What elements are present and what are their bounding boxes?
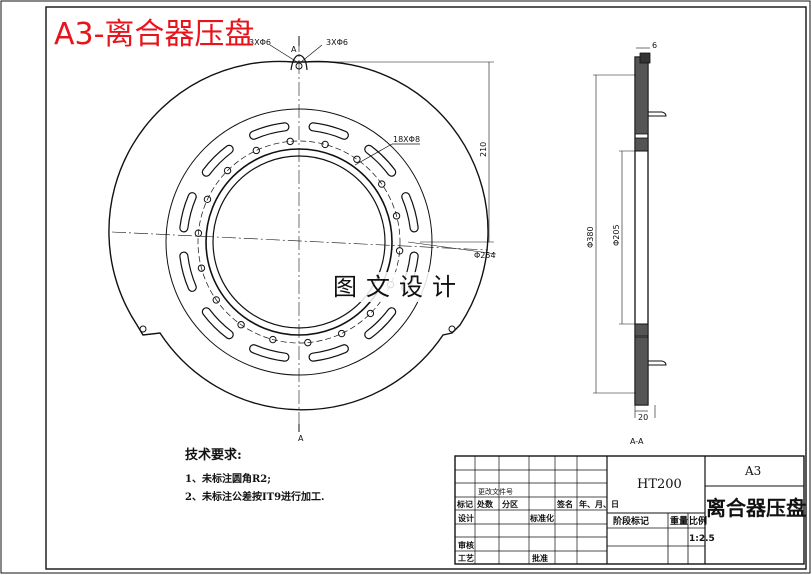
- bolt-hole: [286, 137, 294, 146]
- technical-requirements-heading: 技术要求:: [185, 448, 242, 463]
- dim-210: 210: [479, 142, 488, 157]
- tb-check: 审核: [458, 540, 474, 550]
- bolt-hole: [392, 212, 401, 220]
- bolt-hole: [353, 155, 361, 163]
- tb-date: 年、月、日: [579, 499, 619, 509]
- section-label-top: A: [291, 45, 297, 54]
- cooling-slot: [364, 144, 397, 177]
- cooling-slot: [179, 251, 197, 292]
- bolt-hole: [252, 146, 261, 155]
- dim-20: 20: [638, 413, 648, 422]
- leader-3x6-a: [269, 44, 298, 63]
- tb-mark: 标记: [456, 499, 473, 509]
- tb-scale-label: 比例: [689, 515, 707, 527]
- technical-requirement-1: 1、未标注圆角R2;: [185, 474, 271, 485]
- section-hatch-mid-a: [634, 137, 649, 152]
- section-lug-bottom: [648, 360, 667, 366]
- lug-hole-left: [139, 325, 147, 333]
- tb-count: 处数: [476, 499, 494, 509]
- bolt-hole: [378, 180, 386, 188]
- cooling-slot: [201, 144, 234, 177]
- center-line-horizontal: [111, 231, 489, 251]
- bolt-hole: [337, 329, 346, 338]
- tb-zone: 分区: [502, 499, 518, 509]
- leader-3x6-b: [300, 44, 323, 63]
- bolt-hole: [197, 264, 206, 272]
- tb-signature: 签名: [556, 499, 573, 509]
- bolt-hole: [395, 247, 404, 255]
- bolt-hole: [304, 338, 312, 347]
- dim-380: Φ380: [586, 226, 595, 248]
- dim-254-line: [407, 241, 497, 255]
- bolt-hole: [212, 296, 220, 304]
- cooling-slot: [179, 192, 197, 233]
- lug-hole-right: [448, 325, 456, 333]
- tb-process: 工艺: [458, 553, 474, 563]
- bolt-hole: [269, 335, 277, 344]
- title-block-grid: [455, 456, 607, 564]
- material: HT200: [637, 477, 682, 492]
- dim-205: Φ205: [612, 224, 621, 246]
- tb-stage-mark: 阶段标记: [613, 515, 649, 527]
- sheet-size: A3: [745, 464, 762, 478]
- front-view: [108, 36, 497, 432]
- cooling-slot: [201, 307, 234, 340]
- bolt-hole: [366, 309, 375, 318]
- drawing-title: A3-离合器压盘: [54, 17, 255, 52]
- cooling-slots: [179, 122, 419, 362]
- cooling-slot: [401, 192, 419, 233]
- cooling-slot: [308, 344, 349, 362]
- section-hatch-top: [634, 56, 649, 135]
- cooling-slot: [249, 122, 290, 140]
- dim-254: Φ254: [474, 251, 496, 260]
- tb-doc-number: 更改文件号: [478, 487, 513, 496]
- tb-design: 设计: [458, 513, 474, 523]
- tb-weight: 重量: [670, 515, 688, 527]
- dim-3x6-b: 3XΦ6: [326, 38, 348, 47]
- section-view-label: A-A: [630, 437, 644, 446]
- bolt-hole: [321, 140, 329, 149]
- outer-contour: [108, 60, 489, 411]
- section-hatch-mid-b: [634, 323, 649, 337]
- leader-18x8: [354, 143, 393, 166]
- cooling-slot: [308, 122, 349, 140]
- bolt-hole: [223, 166, 232, 175]
- cooling-slot: [249, 344, 290, 362]
- dim-3x6-a: 3XΦ6: [249, 38, 271, 47]
- bolt-hole: [237, 321, 245, 329]
- section-view: [593, 47, 667, 418]
- section-lug-top: [648, 111, 667, 117]
- cooling-slot: [364, 307, 397, 340]
- tb-approve: 批准: [532, 553, 548, 563]
- tb-standardization: 标准化: [529, 513, 554, 523]
- title-block: [454, 455, 805, 565]
- title-block-text: 标记处数分区 签名年、月、日设计 标准化审核工艺 批准 阶段标记 重量比例 1:2.5 更改文…: [456, 487, 715, 563]
- section-label-bottom: A: [298, 434, 304, 443]
- dim-6: 6: [652, 41, 657, 50]
- bolt-hole: [194, 229, 203, 237]
- section-hatch-bottom: [634, 336, 649, 406]
- technical-requirement-2: 2、未标注公差按IT9进行加工.: [185, 492, 325, 503]
- tb-scale-value: 1:2.5: [689, 534, 715, 544]
- section-hub: [639, 52, 651, 64]
- bolt-hole: [203, 195, 212, 204]
- inner-frame: [45, 6, 807, 570]
- watermark: 图文设计: [333, 272, 465, 302]
- part-name: 离合器压盘: [706, 496, 806, 520]
- dim-18x8: 18XΦ8: [393, 135, 420, 144]
